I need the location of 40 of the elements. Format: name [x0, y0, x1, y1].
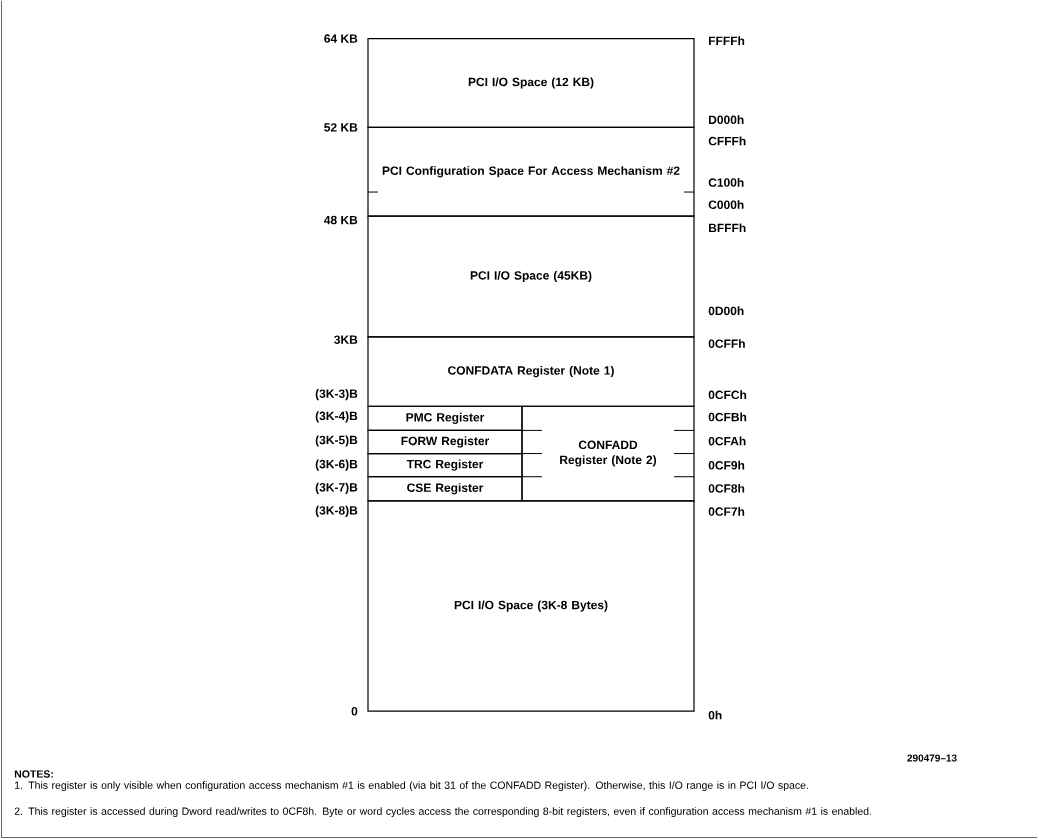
register-box: CSE Register [367, 476, 523, 502]
offset-label: (3K-6)B [315, 459, 358, 471]
register-box: PMC Register [367, 405, 523, 431]
address-label: 0h [708, 710, 722, 720]
note-text: 1. This register is only visible when configuration access mechanism #1 is enabled (via bit 31 of the CONFADD Register). Otherwise, this I/O range is in PCI I/O space. [15, 781, 808, 791]
address-label: 0CF7h [708, 507, 745, 516]
note-text: 2. This register is accessed during Dword read/writes to 0CF8h. Byte or word cycles access the corresponding 8-bit registers, even if configuration access mechanism #1 is enabled. [14, 807, 871, 817]
memory-region-box: PCI Configuration Space For Access Mechanism #2 [367, 126, 695, 217]
offset-label: 0 [351, 706, 358, 716]
offset-label: (3K-4)B [315, 411, 358, 423]
offset-label: (3K-3)B [315, 389, 358, 401]
address-label: D000h [709, 115, 744, 125]
address-label: 0CFCh [708, 390, 747, 400]
offset-label: (3K-5)B [315, 435, 358, 447]
address-label: FFFFh [709, 36, 745, 45]
address-label: 0CFFh [708, 339, 745, 348]
memory-region-box: PCI I/O Space (45KB) [367, 215, 695, 338]
offset-label: (3K-8)B [315, 505, 358, 518]
address-label: C100h [708, 178, 744, 187]
register-box: FORW Register [367, 429, 523, 455]
offset-label: 48 KB [324, 215, 358, 225]
address-label: 0CF8h [708, 483, 745, 493]
address-label: 0CFAh [708, 436, 746, 446]
memory-region-box: PCI I/O Space (12 KB) [367, 38, 695, 128]
offset-label: 64 KB [324, 34, 358, 43]
notes-heading: NOTES: [14, 770, 53, 778]
offset-label: (3K-7)B [315, 482, 358, 494]
address-label: 0CFBh [708, 412, 747, 422]
register-box: TRC Register [367, 452, 523, 478]
offset-label: 3KB [334, 335, 358, 344]
memory-region-box: PCI I/O Space (3K-8 Bytes) [367, 500, 695, 712]
address-label: CFFFh [708, 136, 746, 146]
register-box: CONFDATA Register (Note 1) [367, 336, 695, 407]
register-box: CONFADD Register (Note 2) [521, 405, 695, 502]
address-label: BFFFh [709, 223, 746, 233]
address-label: 0D00h [708, 306, 744, 316]
offset-label: 52 KB [324, 123, 358, 132]
address-label: C000h [708, 200, 744, 209]
figure-number: 290479–13 [907, 754, 957, 762]
address-label: 0CF9h [708, 460, 745, 470]
